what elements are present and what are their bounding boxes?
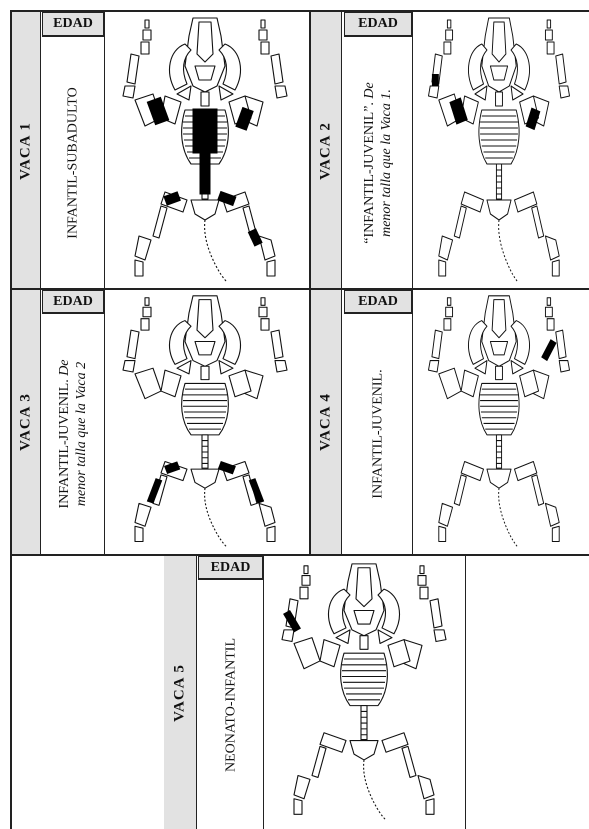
cow-1-name: VACA 1: [18, 122, 35, 180]
cow-1-skeleton-diagram: [105, 14, 305, 287]
cow-2-edad-header: EDAD: [344, 12, 412, 37]
cow-2-note-1: De: [362, 82, 377, 98]
cow-3-note-2: menor talla que la Vaca 2: [74, 362, 89, 506]
cow-4-edad-header: EDAD: [344, 290, 412, 314]
row-divider-2: [10, 554, 589, 556]
cow-4-age: INFANTIL-JUVENIL.: [371, 369, 386, 498]
cow-5-age: NEONATO-INFANTIL: [223, 637, 238, 771]
cow-3-age: INFANTIL-JUVENIL.: [57, 379, 72, 508]
cow-3-side-header: VACA 3: [12, 290, 41, 554]
cow-5-skeleton-diagram: [264, 560, 464, 825]
left-border: [10, 10, 12, 829]
skeleton-drawing: [264, 560, 464, 825]
cow-4-name: VACA 4: [318, 393, 335, 451]
cow-1-edad-header: EDAD: [42, 12, 104, 37]
cow-4-skeleton-diagram: [413, 292, 585, 552]
desc-divider-right: [412, 12, 413, 555]
cow-4-age-description: INFANTIL-JUVENIL.: [344, 314, 412, 554]
skeleton-drawing: [105, 292, 305, 552]
cow-1-side-header: VACA 1: [12, 12, 41, 289]
bottom-cell-right-border: [465, 556, 466, 829]
cow-5-age-description: NEONATO-INFANTIL: [198, 580, 263, 829]
cow-2-note-2: menor talla que la Vaca 1.: [379, 89, 394, 237]
cow-2-side-header: VACA 2: [311, 12, 342, 289]
skeleton-drawing: [413, 292, 585, 552]
desc-divider-bottom: [263, 556, 264, 829]
cow-1-age: INFANTIL-SUBADULTO: [66, 87, 81, 238]
desc-divider-left: [104, 12, 105, 555]
cow-5-edad-header: EDAD: [198, 556, 263, 580]
cow-3-note-1: De: [57, 359, 72, 375]
cow-5-name: VACA 5: [172, 664, 189, 722]
cow-3-name: VACA 3: [18, 393, 35, 451]
row-divider-1: [10, 288, 589, 290]
cow-2-skeleton-diagram: [413, 14, 585, 287]
cow-1-age-description: INFANTIL-SUBADULTO: [42, 37, 104, 289]
cow-3-edad-header: EDAD: [42, 290, 104, 314]
skeleton-drawing: [105, 14, 305, 287]
cow-3-skeleton-diagram: [105, 292, 305, 552]
cow-2-name: VACA 2: [318, 122, 335, 180]
top-border: [10, 10, 589, 12]
cow-5-side-header: VACA 5: [164, 556, 197, 829]
skeleton-drawing: [413, 14, 585, 287]
column-divider: [309, 10, 311, 555]
cow-4-side-header: VACA 4: [311, 290, 342, 554]
cow-2-age: “INFANTIL-JUVENIL”.: [362, 102, 377, 244]
